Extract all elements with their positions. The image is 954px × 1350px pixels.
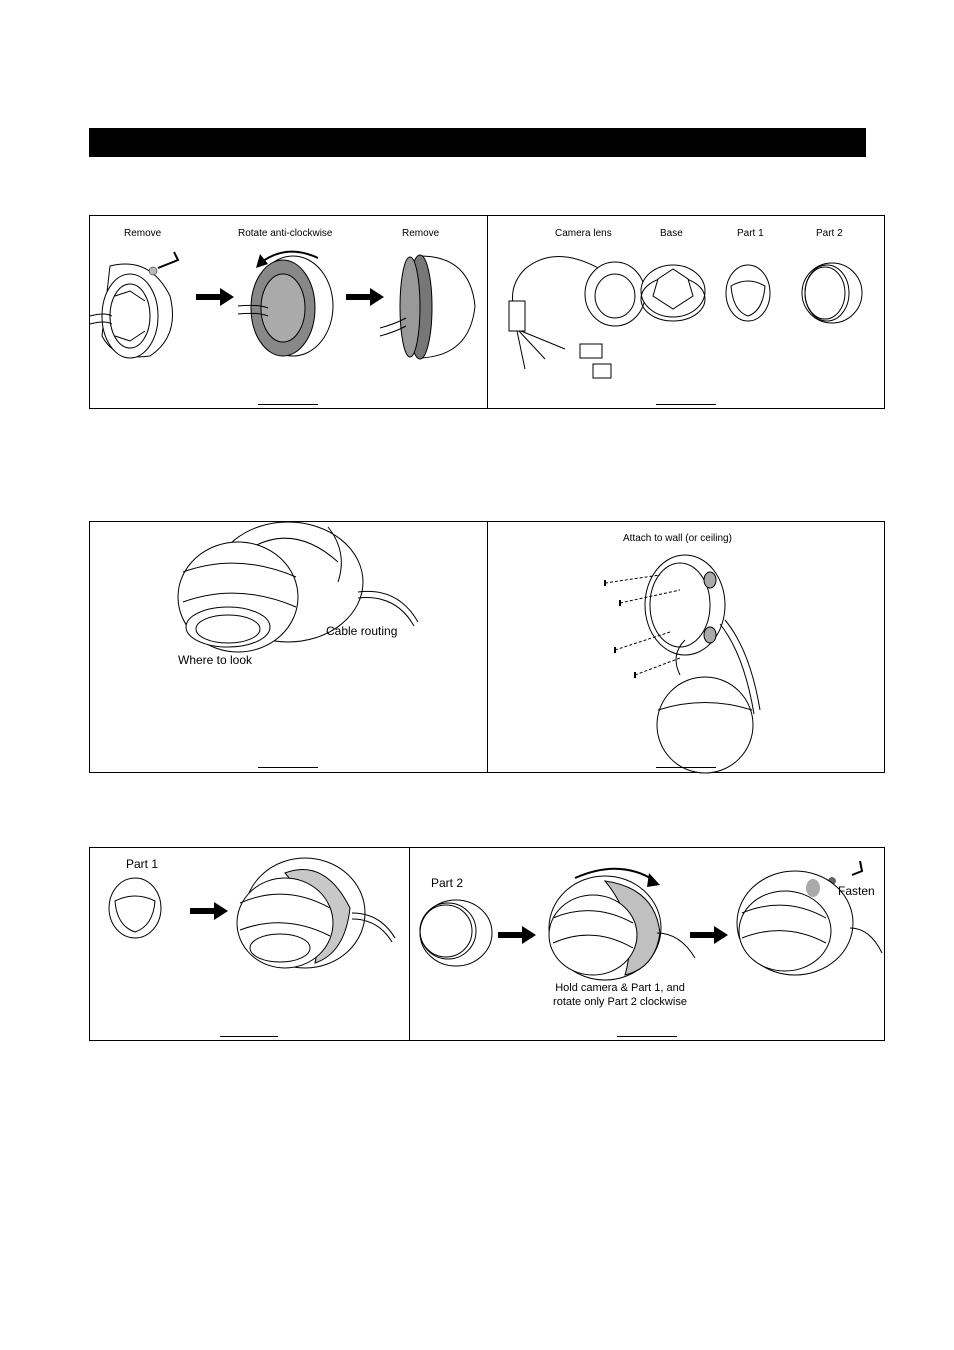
arrow-right-icon xyxy=(498,926,538,944)
figure-caption-underline xyxy=(258,767,318,768)
where-to-look-label: Where to look xyxy=(178,653,252,667)
rotate-part2-illustration xyxy=(545,863,695,978)
panel-divider xyxy=(409,848,410,1040)
camera-lens-illustration xyxy=(505,249,645,384)
fasten-screw-illustration xyxy=(730,853,885,978)
panel-divider xyxy=(487,216,488,408)
rotate-label: Rotate anti-clockwise xyxy=(238,228,332,239)
part1-cover-illustration xyxy=(105,876,165,941)
section-header-bar xyxy=(89,128,866,157)
camera-with-part1-illustration xyxy=(230,858,400,983)
remove-screw-label: Remove xyxy=(124,228,161,239)
rotate-instruction-line1: Hold camera & Part 1, and xyxy=(520,981,720,995)
figure-caption-underline xyxy=(258,404,318,405)
panel-divider xyxy=(487,522,488,772)
base-label: Base xyxy=(660,228,683,239)
camera-lens-label: Camera lens xyxy=(555,228,612,239)
camera-orientation-illustration xyxy=(178,522,418,672)
part2-label: Part 2 xyxy=(816,228,843,239)
part1-label: Part 1 xyxy=(126,857,158,871)
rotate-instruction-line2: rotate only Part 2 clockwise xyxy=(520,995,720,1009)
part1-label: Part 1 xyxy=(737,228,764,239)
mounting-panel: Cable routing Where to look Attach to wa… xyxy=(89,521,885,773)
figure-caption-underline xyxy=(617,1036,677,1037)
part2-illustration xyxy=(797,261,867,326)
part2-label: Part 2 xyxy=(431,876,463,890)
base-illustration xyxy=(638,261,708,326)
figure-caption-underline xyxy=(220,1036,278,1037)
attach-label: Attach to wall (or ceiling) xyxy=(623,533,732,544)
figure-caption-underline xyxy=(656,404,716,405)
camera-with-screw-illustration xyxy=(90,246,190,366)
arrow-right-icon xyxy=(196,288,236,306)
cover-assembly-panel: Part 1 Part 2 xyxy=(89,847,885,1041)
rotate-base-illustration xyxy=(238,246,338,371)
arrow-right-icon xyxy=(690,926,730,944)
remove-base-label: Remove xyxy=(402,228,439,239)
rotate-instruction: Hold camera & Part 1, and rotate only Pa… xyxy=(520,981,720,1009)
wall-mount-illustration xyxy=(600,550,780,750)
arrow-right-icon xyxy=(190,902,230,920)
disassembly-panel: Remove Rotate anti-clockwise Remove Came… xyxy=(89,215,885,409)
cable-routing-label: Cable routing xyxy=(326,624,397,638)
part1-illustration xyxy=(723,261,773,326)
figure-caption-underline xyxy=(656,767,716,768)
part2-cover-illustration xyxy=(418,893,498,968)
fasten-label: Fasten xyxy=(838,884,875,898)
remove-base-illustration xyxy=(380,246,480,371)
